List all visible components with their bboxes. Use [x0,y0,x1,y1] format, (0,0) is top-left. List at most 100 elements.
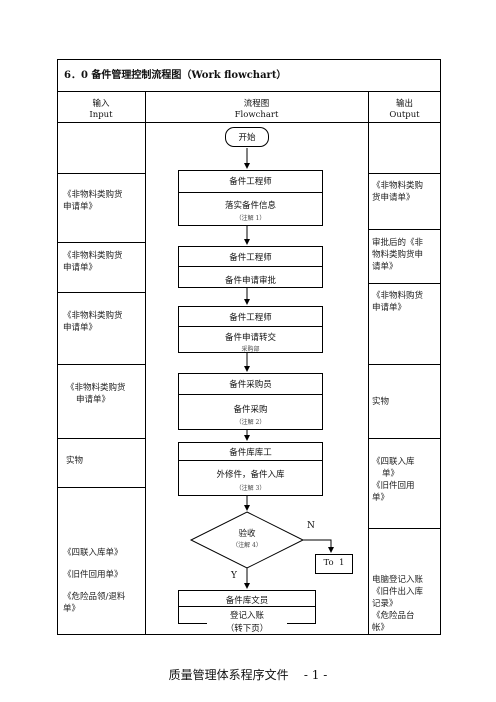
step-note: （注解 3） [235,485,266,492]
continue-label: （转下页） [207,622,287,634]
input-row-divider [57,487,145,488]
input-header: 输入 Input [57,99,145,121]
flowchart-table [57,59,441,635]
cell-line: 货申请单》 [372,193,415,203]
output-row-divider [368,283,441,284]
output-row-divider [368,364,441,365]
input-cell-2: 《非物料类购货 申请单》 [63,250,123,274]
cell-line: 《旧件回用 [372,481,415,491]
input-header-en: Input [89,110,113,120]
step-divider [179,266,322,267]
step-note: 采购部 [241,346,260,353]
input-cell-6: 《四联入库单》 《旧件回用单》 《危险品领/退料 单》 [63,547,125,615]
input-row-divider [57,242,145,243]
cell-line: 请单》 [372,262,398,272]
step-note: （注解 2） [235,419,266,426]
cell-line: 《非物料类购 [372,181,424,191]
cell-line: 实物 [372,397,390,407]
cell-line: 《非物料类购货 [63,251,123,261]
step-role: 备件库文员 [225,596,269,606]
cell-line: 单》 [382,469,400,479]
step-task: 备件申请转交 [224,333,276,343]
step-divider [179,460,322,461]
output-row-divider [368,438,441,439]
input-cell-5: 实物 [66,455,83,467]
step-role: 备件工程师 [229,313,272,323]
cell-line: 物料类购货申 [372,250,424,260]
output-header-zh: 输出 [395,99,413,109]
decision-yes-label: Y [231,571,237,581]
output-cell-3: 《非物料购货 申请单》 [372,290,423,314]
connector-label: To 1 [323,558,345,568]
cell-line: 《旧件出入库 [372,587,424,597]
cell-line: 《非物料类购货 [66,383,126,393]
input-cell-1: 《非物料类购货 申请单》 [63,189,123,213]
step-task: 登记入账 [229,611,264,621]
process-step-4: 备件采购员 备件采购 （注解 2） [178,373,323,430]
flow-header-zh: 流程图 [243,99,270,109]
input-row-divider [57,438,145,439]
cell-line: 帐》 [372,623,390,633]
process-step-5: 备件库库工 外修件，备件入库 （注解 3） [178,442,323,496]
cell-line: 《四联入库 [372,457,415,467]
process-step-2: 备件工程师 备件申请审批 [178,246,323,288]
step-task: 备件申请审批 [224,276,276,286]
decision-note: （注解 4） [232,542,262,549]
input-cell-3: 《非物料类购货 申请单》 [63,310,123,334]
process-step-final: 备件库文员 登记入账 [178,590,316,624]
input-cell-4: 《非物料类购货 申请单》 [66,382,126,406]
cell-line: 审批后的《非 [372,238,424,248]
input-row-divider [57,292,145,293]
output-row-divider [368,528,441,529]
page-footer: 质量管理体系程序文件 - 1 - [168,668,328,682]
step-role: 备件工程师 [229,253,272,263]
step-divider [179,394,322,395]
start-label: 开始 [238,133,256,143]
output-header: 输出 Output [368,99,441,121]
step-task: 落实备件信息 [224,201,276,211]
cell-line: 《旧件回用单》 [63,570,123,580]
step-role: 备件工程师 [229,177,272,187]
arrow-decision-no [303,539,334,553]
cell-line: 电脑登记入账 [372,575,424,585]
step-divider [179,326,322,327]
cell-line: 单》 [372,493,390,503]
cell-line: 《四联入库单》 [63,548,123,558]
process-step-1: 备件工程师 落实备件信息 （注解 1） [178,170,323,226]
cell-line: 单》 [63,604,81,614]
output-row-divider [368,173,441,174]
input-column-divider [145,91,146,635]
step-task: 外修件，备件入库 [216,470,285,480]
flow-header-en: Flowchart [234,110,279,120]
flow-header: 流程图 Flowchart [145,99,368,121]
cell-line: 申请单》 [63,202,98,212]
title-divider [57,91,441,92]
step-role: 备件库库工 [229,448,272,458]
cell-line: 《危险品台 [372,611,415,621]
cell-line: 申请单》 [76,395,111,405]
page-title: 6．0 备件管理控制流程图（Work flowchart） [64,70,287,81]
output-header-en: Output [389,110,420,120]
cell-line: 《非物料购货 [372,291,424,301]
input-row-divider [57,364,145,365]
output-cell-5: 《四联入库 单》 《旧件回用 单》 [372,456,415,504]
start-terminator: 开始 [225,127,269,147]
cell-line: 申请单》 [63,323,98,333]
cell-line: 《非物料类购货 [63,311,123,321]
cell-line: 实物 [66,456,84,466]
output-cell-6: 电脑登记入账 《旧件出入库 记录》 《危险品台 帐》 [372,574,423,634]
step-note: （注解 1） [235,215,266,222]
step-task: 备件采购 [233,405,268,415]
cell-line: 《非物料类购货 [63,190,123,200]
output-cell-1: 《非物料类购 货申请单》 [372,180,423,204]
cell-line: 《危险品领/退料 [63,592,126,602]
output-cell-2: 审批后的《非 物料类购货申 请单》 [372,237,423,273]
cell-line: 申请单》 [63,263,98,273]
off-page-connector: To 1 [315,554,353,574]
input-row-divider [57,173,145,174]
decision-no-label: N [307,521,315,531]
cell-line: 记录》 [372,599,398,609]
step-role: 备件采购员 [229,380,272,390]
output-cell-4: 实物 [372,396,389,408]
